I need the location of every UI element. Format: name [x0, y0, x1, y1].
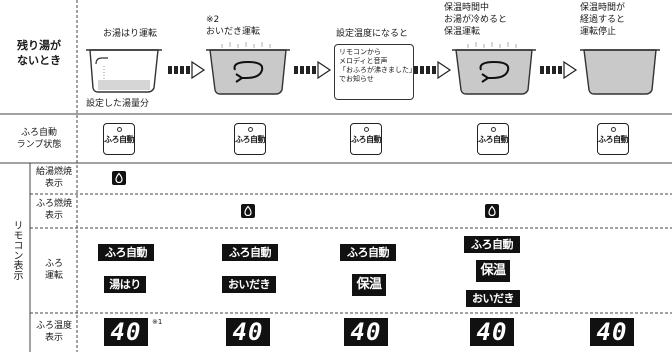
column-title-2: ※2 おいだき運転 — [206, 14, 302, 38]
remote-group-label: リモコン表示 — [11, 220, 22, 280]
badge-bath-auto: ふろ自動 — [464, 236, 520, 253]
tub-icon — [206, 42, 290, 95]
bath-burn-row-label: ふろ燃焼 表示 — [32, 198, 76, 222]
bath-burn-label-line1: ふろ燃焼 — [35, 199, 72, 209]
col5-title-line3: 運転停止 — [580, 27, 617, 37]
badge-bath-auto: ふろ自動 — [340, 244, 396, 261]
col1-title-line1: お湯はり運転 — [102, 29, 157, 39]
badge-filling: 湯はり — [104, 276, 146, 293]
flame-icon — [485, 204, 499, 218]
column-title-5: 保温時間が 経過すると 運転停止 — [580, 2, 660, 38]
tub-caption: 設定した湯量分 — [86, 99, 150, 109]
bath-burn-label-line2: 表示 — [44, 211, 63, 221]
lamp-dot — [248, 127, 253, 132]
message-line3: 「おふろが沸きました」 — [339, 66, 416, 74]
lamp-dot — [364, 127, 369, 132]
col2-title-line2: おいだき運転 — [206, 27, 261, 37]
temp-display: 40 — [104, 318, 148, 346]
arrow-right-icon — [168, 60, 206, 80]
bath-op-row-label: ふろ 運転 — [32, 258, 76, 282]
supply-label-line1: 給湯燃焼 — [35, 167, 72, 177]
tub-icon — [580, 49, 660, 95]
lamp-icon: ふろ自動 — [234, 123, 266, 155]
badge-keep-warm: 保温 — [352, 274, 386, 296]
temp-display: 40 — [344, 318, 388, 346]
message-line4: でお知らせ — [339, 75, 374, 83]
lamp-text: ふろ自動 — [478, 135, 509, 144]
column-title-1: お湯はり運転 — [82, 28, 178, 40]
supply-label-line2: 表示 — [44, 179, 63, 189]
arrow-right-icon — [294, 60, 332, 80]
badge-reheat: おいだき — [466, 290, 520, 307]
footnote-mark: ※1 — [152, 318, 163, 326]
bath-op-label-line2: 運転 — [44, 271, 63, 281]
arrow-right-icon — [414, 60, 452, 80]
temp-display: 40 — [590, 318, 634, 346]
left-header-line1: 残り湯が — [17, 39, 61, 52]
lamp-text: ふろ自動 — [351, 135, 382, 144]
message-line2: メロディと音声 — [339, 57, 388, 65]
flame-icon — [112, 171, 126, 185]
col5-title-line1: 保温時間が — [580, 3, 626, 13]
flame-icon — [241, 204, 255, 218]
lamp-text: ふろ自動 — [104, 135, 135, 144]
badge-bath-auto: ふろ自動 — [222, 244, 278, 261]
badge-bath-auto: ふろ自動 — [98, 244, 154, 261]
lamp-label-line1: ふろ自動 — [20, 128, 57, 138]
lamp-dot — [611, 127, 616, 132]
lamp-icon: ふろ自動 — [597, 123, 629, 155]
col4-title-line1: 保温時間中 — [444, 3, 490, 13]
col4-title-line3: 保温運転 — [444, 27, 481, 37]
bath-temp-label-line2: 表示 — [44, 333, 63, 343]
column-title-3: 設定温度になると — [322, 28, 422, 40]
left-header-line2: ないとき — [17, 54, 61, 67]
lamp-row-label: ふろ自動 ランプ状態 — [4, 127, 74, 151]
temp-display: 40 — [226, 318, 270, 346]
message-line1: リモコンから — [339, 48, 381, 56]
bath-temp-row-label: ふろ温度 表示 — [32, 320, 76, 344]
lamp-dot — [117, 127, 122, 132]
left-header: 残り湯が ないとき — [8, 38, 70, 68]
badge-reheat: おいだき — [222, 276, 276, 293]
lamp-text: ふろ自動 — [598, 135, 629, 144]
tub-icon — [452, 42, 536, 95]
lamp-icon: ふろ自動 — [103, 123, 135, 155]
lamp-text: ふろ自動 — [235, 135, 266, 144]
tub-flow-illustration — [86, 42, 660, 95]
lamp-icon: ふろ自動 — [350, 123, 382, 155]
melody-message-box: リモコンから メロディと音声 「おふろが沸きました」 でお知らせ — [334, 44, 416, 100]
badge-keep-warm: 保温 — [476, 260, 510, 282]
lamp-dot — [491, 127, 496, 132]
lamp-icon: ふろ自動 — [477, 123, 509, 155]
col3-title-line1: 設定温度になると — [335, 29, 408, 39]
bath-temp-label-line1: ふろ温度 — [35, 321, 72, 331]
supply-burn-row-label: 給湯燃焼 表示 — [32, 166, 76, 190]
temp-display: 40 — [470, 318, 514, 346]
col2-title-line1: ※2 — [206, 15, 220, 25]
column-title-4: 保温時間中 お湯が冷めると 保温運転 — [444, 2, 534, 38]
bath-op-label-line1: ふろ — [44, 259, 63, 269]
tub-icon — [86, 49, 162, 93]
col5-title-line2: 経過すると — [580, 15, 626, 25]
col4-title-line2: お湯が冷めると — [444, 15, 508, 25]
lamp-label-line2: ランプ状態 — [16, 140, 62, 150]
arrow-right-icon — [540, 60, 578, 80]
